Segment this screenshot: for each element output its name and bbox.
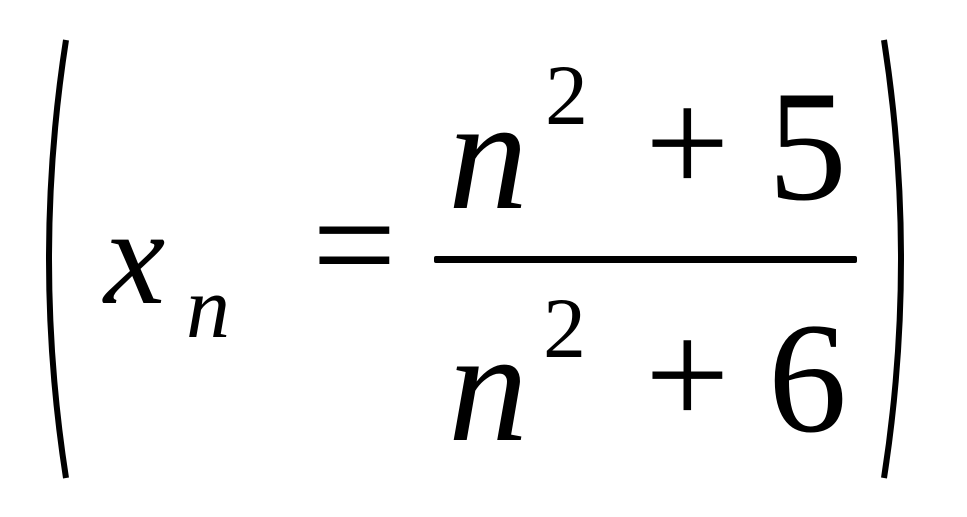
sequence-variable: x [104, 180, 166, 333]
numerator-constant: 5 [768, 59, 847, 234]
numerator-exponent: 2 [545, 47, 588, 143]
fraction-bar [434, 256, 857, 263]
right-parenthesis [881, 39, 904, 479]
equals-sign: = [312, 162, 397, 328]
denominator-exponent: 2 [543, 280, 586, 376]
denominator-base: n [448, 297, 528, 475]
numerator-plus: + [645, 60, 730, 226]
numerator-base: n [448, 65, 528, 243]
sequence-subscript: n [186, 260, 230, 357]
denominator-constant: 6 [768, 291, 847, 466]
left-parenthesis [46, 39, 69, 479]
denominator-plus: + [645, 292, 730, 458]
